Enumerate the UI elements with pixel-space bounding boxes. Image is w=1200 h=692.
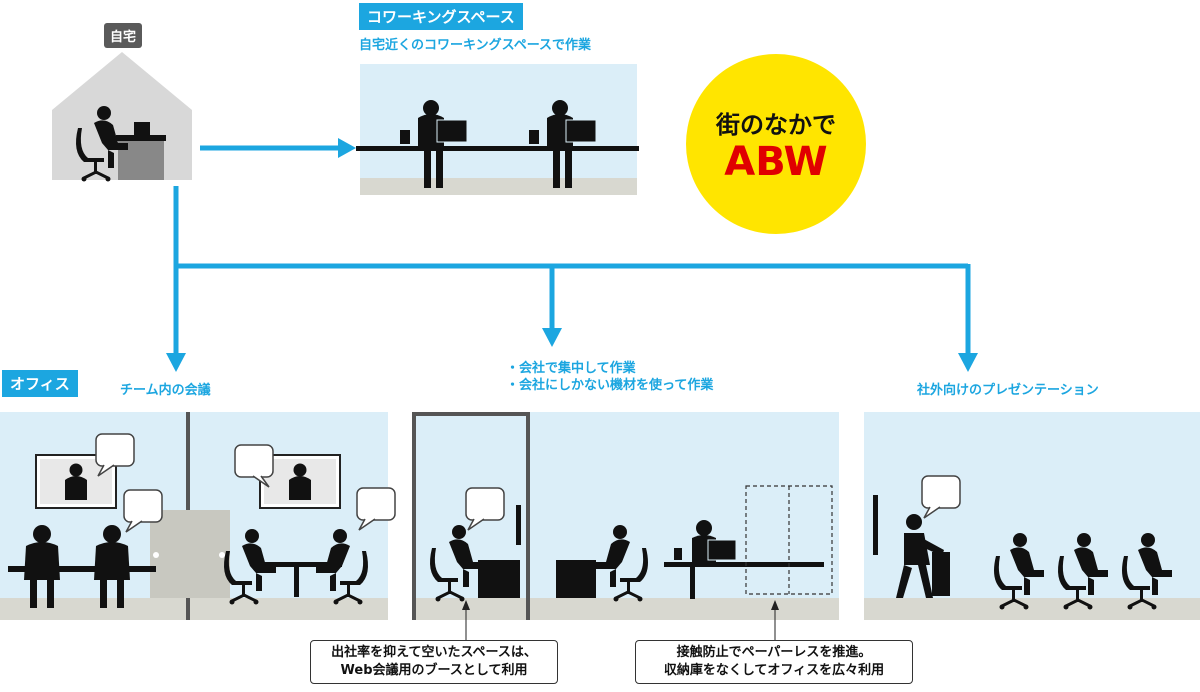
- focus-caption-1: ・会社で集中して作業: [506, 361, 636, 376]
- arrow-branches: [166, 186, 978, 372]
- abw-badge: 街のなかで ABW: [686, 54, 866, 234]
- arrow-home-to-coworking: [200, 138, 356, 158]
- office-tag: オフィス: [2, 370, 78, 397]
- coworking-person-2: [529, 100, 597, 188]
- callout-web-booth: 出社率を抑えて空いたスペースは、 Web会議用のブースとして利用: [310, 640, 558, 684]
- abw-badge-line2: ABW: [724, 138, 828, 185]
- callout-web-booth-line2: Web会議用のブースとして利用: [340, 663, 528, 678]
- coworking-room: [356, 64, 639, 195]
- home-house: [52, 52, 192, 183]
- coworking-person-1: [400, 100, 468, 188]
- meeting-room: [0, 412, 396, 620]
- presentation-room: [864, 412, 1200, 620]
- focus-caption-2: ・会社にしかない機材を使って作業: [506, 378, 714, 393]
- callout-pointers: [462, 600, 779, 640]
- callout-paperless-line2: 収納庫をなくしてオフィスを広々利用: [663, 663, 885, 678]
- coworking-caption: 自宅近くのコワーキングスペースで作業: [359, 38, 592, 53]
- presentation-caption: 社外向けのプレゼンテーション: [917, 383, 1099, 398]
- focus-room: [412, 412, 839, 620]
- callout-paperless-line1: 接触防止でペーパーレスを推進。: [676, 645, 872, 660]
- presenter: [896, 514, 944, 598]
- meeting-person-2: [94, 525, 130, 608]
- abw-badge-line1: 街のなかで: [716, 110, 836, 139]
- home-label: 自宅: [104, 23, 143, 48]
- callout-web-booth-line1: 出社率を抑えて空いたスペースは、: [331, 645, 537, 660]
- focus-person-3: [674, 520, 737, 562]
- coworking-tag: コワーキングスペース: [359, 3, 523, 30]
- meeting-person-1: [24, 525, 60, 608]
- callout-paperless: 接触防止でペーパーレスを推進。 収納庫をなくしてオフィスを広々利用: [635, 640, 913, 684]
- team-meeting-caption: チーム内の会議: [120, 383, 211, 398]
